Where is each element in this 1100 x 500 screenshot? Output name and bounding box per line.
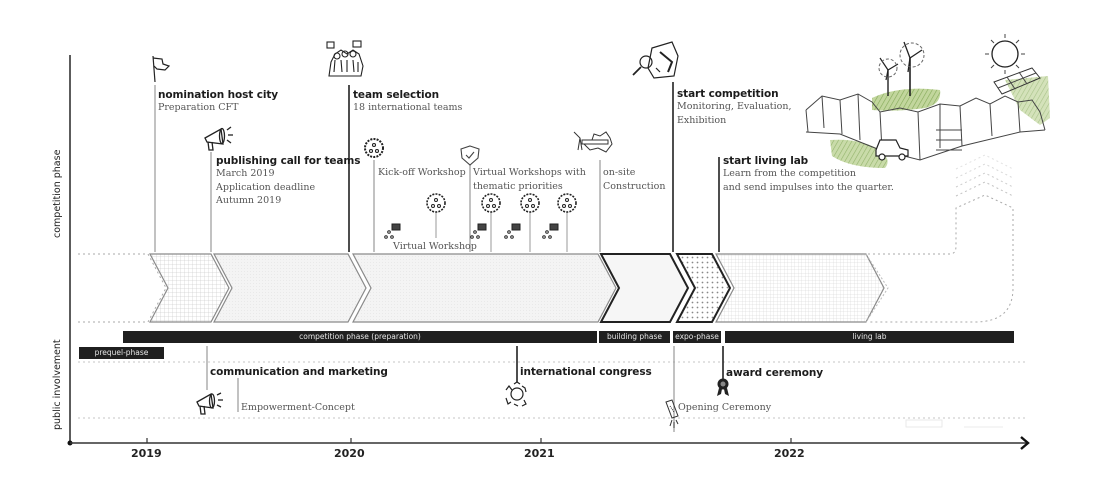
milestone-title: start living lab [723,155,809,167]
event-congress: international congress [520,366,652,378]
milestone-desc: Autumn 2019 [216,195,282,206]
phase-bar-competition: competition phase (preparation) [123,331,597,343]
year-label-2019: 2019 [131,447,162,460]
phase-label: competition phase (preparation) [299,332,421,341]
milestone-desc: Virtual Workshops with [473,167,586,178]
car-icon [875,139,909,161]
milestone-living-lab: start living lab Learn from the competit… [723,155,894,194]
milestone-start-competition: start competition Monitoring, Evaluation… [677,88,791,127]
milestone-desc: thematic priorities [473,180,563,192]
milestone-title: start competition [677,88,779,100]
phase-bar-prequel: prequel-phase [79,347,164,359]
event-communication: communication and marketing [210,366,388,378]
milestone-team-selection: team selection 18 international teams [353,89,462,115]
rocket-icon [665,399,679,428]
sun-icon [991,40,1019,68]
construction-icon [573,131,613,153]
phase-label: living lab [852,332,887,341]
chevron-prequel [149,253,230,323]
workshop-gear-icon [481,193,501,213]
milestone-desc: Construction [603,180,666,192]
event-opening: Opening Ceremony [678,402,772,413]
milestone-desc: and send impulses into the quarter. [723,181,894,193]
shield-check-icon [460,145,480,166]
milestone-virtual-thematic: Virtual Workshops with thematic prioriti… [473,166,586,193]
virtual-meeting-icon [504,223,521,239]
milestone-desc: Application deadline [216,181,316,193]
year-label-2021: 2021 [524,447,555,460]
workshop-gear-icon [364,138,384,158]
milestone-title: publishing call for teams [216,155,361,167]
year-label-2022: 2022 [774,447,805,460]
phase-label: building phase [606,332,663,341]
megaphone-icon [204,126,233,151]
y-axis-label-competition: competition phase [52,149,63,238]
y-axis-label-public: public involvement [52,339,63,430]
x-axis-arrow [1020,436,1030,450]
phase-bar-building: building phase [599,331,670,343]
magnifier-clipboard-icon [632,41,679,79]
milestone-title: team selection [353,89,440,101]
chevron-living-lab [715,253,889,323]
milestone-desc: Monitoring, Evaluation, [677,101,792,112]
milestone-desc: 18 international teams [353,102,463,113]
milestone-desc: Exhibition [677,114,727,126]
chevron-building [599,253,690,323]
city-illustration-icon [805,34,1050,168]
workshop-gear-icon [520,193,540,213]
round-table-icon [505,381,527,407]
phase-bar-living-lab: living lab [725,331,1014,343]
milestone-desc: March 2019 [216,168,275,179]
virtual-meeting-icon [542,223,559,239]
phase-label: expo-phase [675,332,719,341]
virtual-meeting-icon [384,223,401,239]
event-empowerment: Empowerment-Concept [241,402,355,413]
milestone-title: nomination host city [158,89,279,101]
milestone-desc: on-site [603,167,636,178]
megaphone-icon [196,392,223,415]
milestone-publishing: publishing call for teams March 2019 App… [216,155,360,208]
future-path [868,194,1014,323]
event-award: award ceremony [726,367,823,379]
team-group-icon [326,40,364,77]
milestone-virtual-workshop: Virtual Workshop [393,241,477,252]
workshop-gear-icon [557,193,577,213]
chevron-preparation-2 [352,253,617,323]
flag-icon [152,55,171,83]
workshop-gear-icon [426,193,446,213]
milestone-kickoff: Kick-off Workshop [378,167,466,178]
milestone-nomination: nomination host city Preparation CFT [158,89,278,115]
milestone-onsite: on-site Construction [603,166,665,193]
milestone-desc: Learn from the competition [723,168,856,179]
phase-bar-expo: expo-phase [673,331,721,343]
year-label-2020: 2020 [334,447,365,460]
chevron-expo [675,253,732,323]
award-ribbon-icon [717,378,729,396]
milestone-desc: Preparation CFT [158,102,239,113]
chevron-preparation-1 [213,253,367,323]
virtual-meeting-icon [470,223,487,239]
phase-label: prequel-phase [94,348,149,357]
